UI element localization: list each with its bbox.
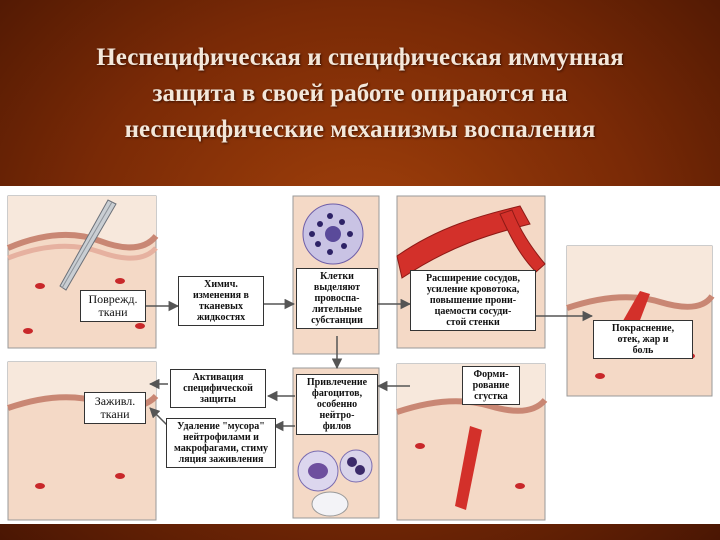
label-chemical-changes: Химич. изменения в тканевых жидкостях	[178, 276, 264, 326]
phagocyte-icon	[297, 449, 373, 517]
title-line-2: защита в своей работе опираются на	[152, 80, 568, 107]
blood-vessel-icon	[396, 205, 546, 279]
label-redness-swelling: Покраснение, отек, жар и боль	[593, 320, 693, 359]
slide-title: Неспецифическая и специфическая иммунная…	[20, 40, 700, 148]
mast-cell-icon	[302, 203, 364, 265]
label-debris-removal: Удаление "мусора" нейтрофилами и макрофа…	[166, 418, 276, 468]
label-clot-formation: Форми- рование сгустка	[462, 366, 520, 405]
label-tissue-healing: Заживл. ткани	[84, 392, 146, 424]
label-tissue-damage: Поврежд. ткани	[80, 290, 146, 322]
title-line-3: неспецифические механизмы воспаления	[124, 116, 596, 143]
tissue-panel-healing	[7, 361, 159, 521]
title-line-1: Неспецифическая и специфическая иммунная	[96, 44, 624, 71]
label-cells-release: Клетки выделяют провоспа- лительные субс…	[296, 268, 378, 329]
tissue-panel-damage	[6, 195, 159, 349]
needle-icon	[59, 199, 117, 291]
label-vessel-dilation: Расширение сосудов, усиление кровотока, …	[410, 270, 536, 331]
diagram-panel: Поврежд. ткани Химич. изменения в тканев…	[0, 186, 720, 524]
label-specific-activation: Активация специфической защиты	[170, 369, 266, 408]
label-phagocyte-attraction: Привлечение фагоцитов, особенно нейтро- …	[296, 374, 378, 435]
